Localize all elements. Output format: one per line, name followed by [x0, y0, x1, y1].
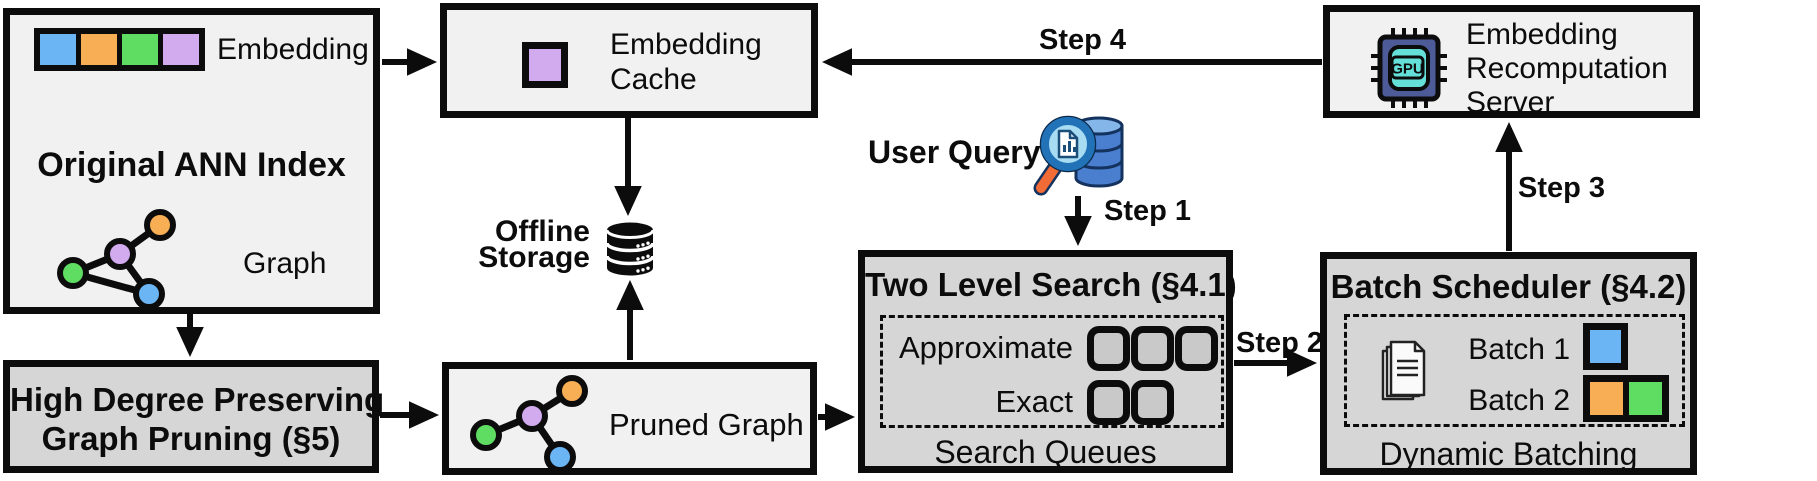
approximate-label: Approximate: [898, 330, 1073, 365]
batch-scheduler-box: Batch Scheduler (§4.2) Batch 1 Batch 2: [1320, 252, 1697, 475]
graph-icon: [57, 209, 176, 310]
embedding-cache-label-line2: Cache: [610, 63, 697, 96]
embedding-cell-orange: [81, 34, 117, 65]
search-queues-label: Search Queues: [934, 434, 1157, 470]
recomputation-server-box: GPU Embedding Recomputation Server: [1323, 5, 1700, 119]
embedding-cache-box: Embedding Cache: [440, 3, 818, 118]
two-level-search-title: Two Level Search (§4.1): [865, 266, 1237, 303]
graph-node-orange: [144, 209, 176, 241]
graph-pruning-box: High Degree Preserving Graph Pruning (§5…: [3, 360, 385, 473]
approximate-queue-slot: [1087, 325, 1130, 371]
embedding-cell-blue: [40, 34, 76, 65]
embedding-cache-label-line1: Embedding: [610, 28, 762, 61]
server-label-line1: Embedding: [1466, 18, 1618, 51]
exact-queue-slot: [1131, 379, 1174, 425]
batch-scheduler-title: Batch Scheduler (§4.2): [1330, 268, 1687, 305]
server-label-line3: Server: [1466, 86, 1555, 119]
graph-node-blue: [544, 441, 576, 473]
offline-storage-label: Offline Storage: [478, 215, 590, 274]
batch2-label: Batch 2: [1468, 384, 1570, 417]
graph-node-orange: [556, 375, 588, 407]
graph-node-blue: [133, 278, 165, 310]
graph-label: Graph: [243, 247, 327, 280]
graph-node-green: [57, 257, 89, 289]
step1-label: Step 1: [1104, 195, 1192, 227]
gpu-label: GPU: [1391, 61, 1424, 78]
embedding-cell-purple: [163, 34, 199, 65]
batch1-embedding-blue: [1583, 323, 1628, 370]
embedding-vector-icon: [34, 28, 205, 71]
cached-embedding-icon: [522, 42, 568, 88]
graph-pruning-title-line1: High Degree Preserving: [10, 381, 385, 418]
graph-node-purple: [516, 400, 548, 432]
user-query-label: User Query: [868, 134, 1041, 170]
batch2-embedding-green: [1629, 382, 1662, 415]
graph-node-purple: [104, 238, 136, 270]
step3-label: Step 3: [1518, 172, 1606, 204]
documents-icon: [1381, 340, 1426, 401]
pruned-graph-label: Pruned Graph: [609, 407, 804, 442]
graph-node-green: [470, 419, 502, 451]
step2-label: Step 2: [1236, 327, 1324, 359]
search-queues-panel: Approximate Exact: [880, 315, 1224, 428]
server-label-line2: Recomputation: [1466, 52, 1668, 85]
original-ann-index-title: Original ANN Index: [37, 146, 346, 184]
original-ann-index-box: Embedding Original ANN Index Graph: [3, 8, 380, 314]
batch1-label: Batch 1: [1468, 333, 1570, 366]
exact-queue-slot: [1087, 379, 1130, 425]
step4-label: Step 4: [1039, 24, 1127, 56]
approximate-queue-slot: [1131, 325, 1174, 371]
offline-storage-database-icon: [605, 222, 655, 276]
pruned-graph-box: Pruned Graph: [442, 362, 817, 475]
two-level-search-box: Two Level Search (§4.1) Approximate Exac…: [858, 250, 1237, 473]
exact-label: Exact: [995, 384, 1073, 419]
graph-pruning-title-line2: Graph Pruning (§5): [41, 420, 341, 457]
batch2-embedding-orange: [1590, 382, 1623, 415]
user-query-search-icon: [1033, 115, 1124, 196]
dynamic-batching-panel: Batch 1 Batch 2: [1344, 314, 1685, 427]
embedding-cell-green: [122, 34, 158, 65]
gpu-chip-icon: GPU: [1371, 28, 1447, 108]
dynamic-batching-label: Dynamic Batching: [1379, 436, 1638, 472]
embedding-label: Embedding: [217, 33, 369, 66]
pruned-graph-icon: [470, 375, 588, 473]
batch2-embeddings: [1583, 375, 1669, 422]
approximate-queue-slot: [1175, 325, 1218, 371]
